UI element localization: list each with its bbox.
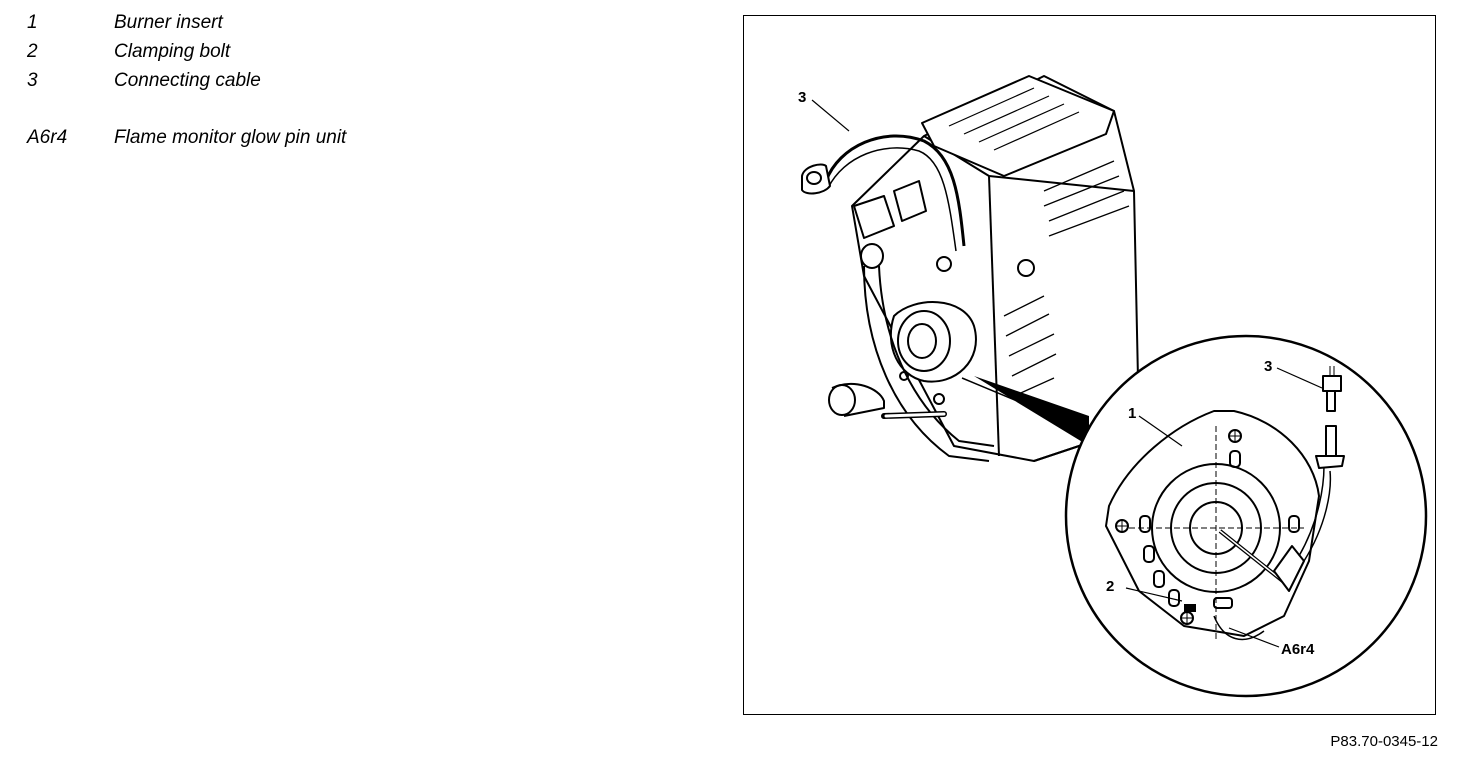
legend-key: 2 [27, 41, 38, 62]
detail-view [1064, 334, 1428, 698]
figure-reference: P83.70-0345-12 [1330, 733, 1438, 750]
legend-text: Flame monitor glow pin unit [114, 127, 347, 148]
callout-3-detail: 3 [1264, 358, 1272, 375]
callout-2: 2 [1106, 578, 1114, 595]
heater-housing [828, 75, 1140, 462]
callout-1: 1 [1128, 405, 1136, 422]
legend-key: 1 [27, 12, 38, 33]
figure-frame: 3 1 3 2 A6r4 [743, 15, 1436, 715]
legend-text: Connecting cable [114, 70, 261, 91]
legend-key: A6r4 [27, 127, 68, 148]
callout-3-main: 3 [798, 89, 806, 106]
legend-text: Clamping bolt [114, 41, 231, 62]
heater-illustration: 3 1 3 2 A6r4 [798, 75, 1428, 698]
connecting-cable-main [801, 134, 966, 252]
callout-a6r4: A6r4 [1281, 641, 1315, 658]
legend-key: 3 [27, 70, 38, 91]
legend-text: Burner insert [114, 12, 223, 33]
